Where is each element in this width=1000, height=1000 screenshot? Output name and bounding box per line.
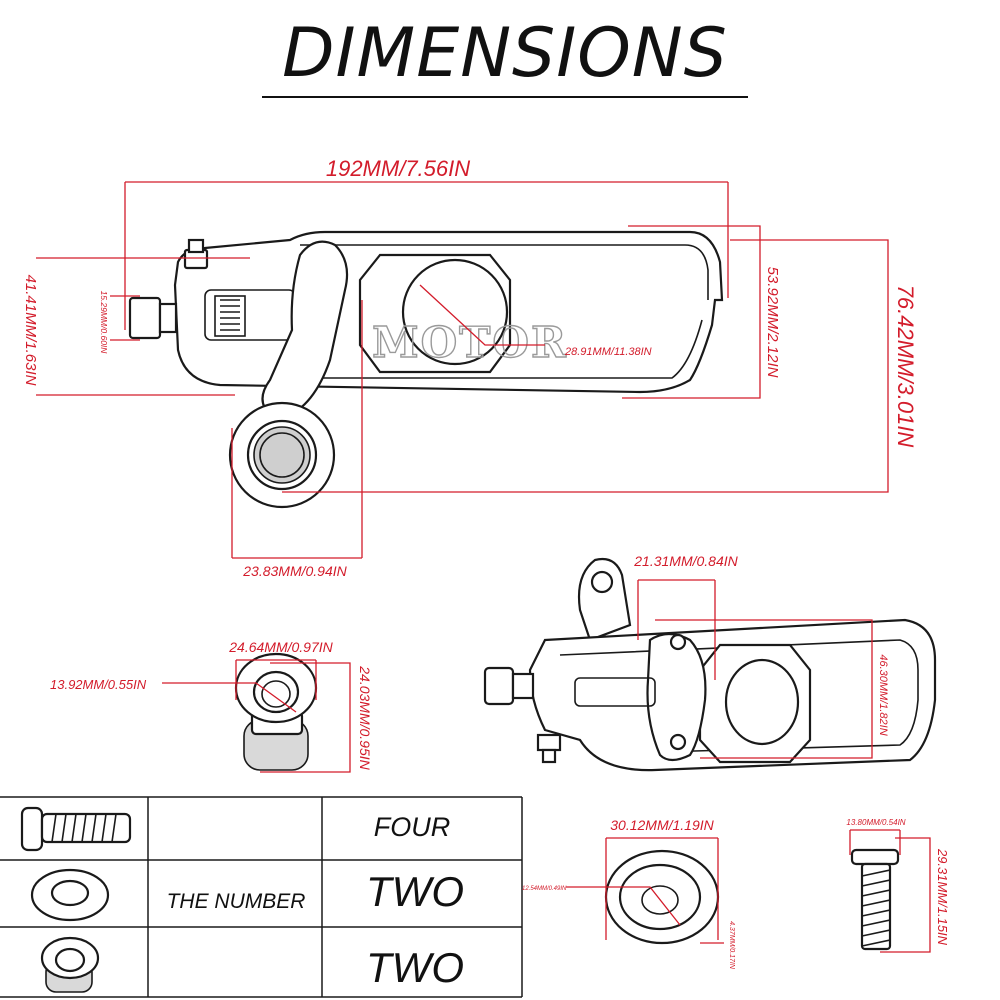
washer-drawing xyxy=(604,849,720,945)
body-height-label: 53.92MM/2.12IN xyxy=(764,267,781,378)
watermark-text: MOTOR xyxy=(372,318,568,367)
washer-inner-diameter-label: 12.54MM/0.49IN xyxy=(522,886,567,892)
quantity-washer: TWO xyxy=(366,868,464,915)
overall-length-label: 192MM/7.56IN xyxy=(326,156,470,181)
bolt-head-width-label: 13.80MM/0.54IN xyxy=(846,818,905,827)
bolt-dimension-lines xyxy=(849,829,931,953)
spool-thumbnail-icon xyxy=(40,936,100,993)
parts-table-label: THE NUMBER xyxy=(167,890,306,913)
bolt-length-label: 29.31MM/1.15IN xyxy=(935,848,950,946)
spool-inner-diameter-label: 13.92MM/0.55IN xyxy=(50,677,147,692)
spool-height-label: 24.03MM/0.95IN xyxy=(357,665,373,770)
main-adjuster-drawing: MOTOR xyxy=(128,230,724,509)
bolt-drawing xyxy=(850,848,900,951)
hole-diameter-label: 28.91MM/11.38IN xyxy=(564,346,652,358)
spool-drawing xyxy=(234,652,318,771)
washer-dimension-lines xyxy=(566,837,724,944)
side-view-dimension-lines xyxy=(637,579,873,759)
side-view-drawing xyxy=(483,557,937,772)
plate-height-label: 46.30MM/1.82IN xyxy=(877,654,889,735)
main-adjuster-dimension-lines xyxy=(36,181,889,559)
spool-width-label: 23.83MM/0.94IN xyxy=(242,563,347,579)
page-title: DIMENSIONS xyxy=(262,12,748,98)
parts-table xyxy=(0,796,523,998)
quantity-spool: TWO xyxy=(366,944,464,991)
spool-outer-diameter-label: 24.64MM/0.97IN xyxy=(228,639,333,655)
washer-thickness-label: 4.37MM/0.17IN xyxy=(728,921,735,970)
spool-dimension-lines xyxy=(162,659,351,773)
bolt-thumbnail-icon xyxy=(20,806,132,852)
washer-outer-diameter-label: 30.12MM/1.19IN xyxy=(610,817,714,833)
quantity-bolt: FOUR xyxy=(374,812,451,842)
left-height-label: 41.41MM/1.63IN xyxy=(22,275,39,386)
plate-width-label: 21.31MM/0.84IN xyxy=(633,553,738,569)
washer-thumbnail-icon xyxy=(30,868,110,922)
nut-height-label: 15.29MM/0.60IN xyxy=(99,291,109,355)
total-height-label: 76.42MM/3.01IN xyxy=(893,285,918,448)
